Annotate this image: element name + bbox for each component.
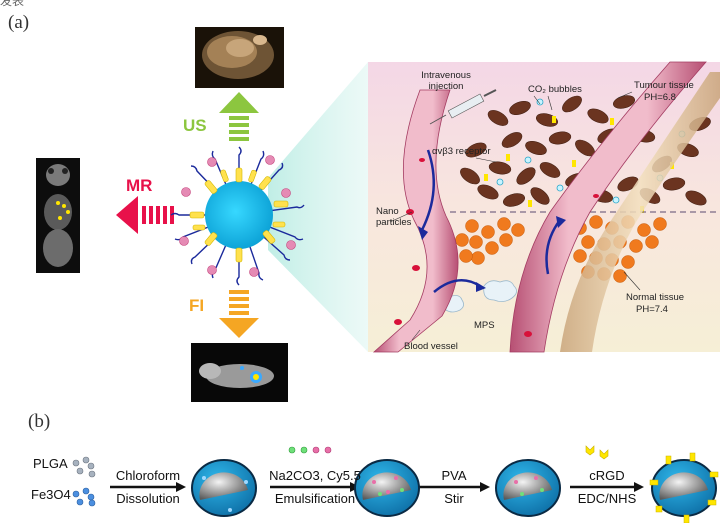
intravenous-injection-label: Intravenous injection [421, 70, 471, 92]
fluorescence-image [191, 343, 288, 402]
header-partial-text: 发表 [0, 0, 25, 8]
blood-vessel-left [372, 89, 459, 353]
step-3-top: PVA [441, 468, 467, 483]
normal-ph-label: PH=7.4 [636, 304, 668, 315]
step-2-top: Na2CO3, Cy5.5 [269, 468, 361, 483]
fi-label: FI [189, 296, 205, 315]
particle-stage-1 [191, 459, 257, 517]
ultrasound-image [195, 27, 284, 88]
fi-arrow [219, 290, 259, 338]
us-arrow [219, 92, 259, 141]
mr-label: MR [126, 176, 153, 195]
blood-vessel-label: Blood vessel [404, 341, 458, 352]
plga-label: PLGA [33, 456, 68, 471]
step-2-bottom: Emulsification [274, 491, 356, 506]
mr-arrow [116, 196, 174, 234]
step-4-bottom: EDC/NHS [577, 491, 637, 506]
nano-particles-label: Nano particles [376, 206, 412, 228]
panel-a-label: (a) [8, 12, 30, 33]
particle-stage-2 [354, 459, 420, 517]
particle-stage-4 [649, 452, 719, 523]
tumour-tissue-label: Tumour tissue [634, 80, 694, 91]
step-4-top: cRGD [589, 468, 625, 483]
nanoparticle-illustration [170, 146, 305, 286]
tumour-ph-label: PH=6.8 [644, 92, 676, 103]
co2-bubbles-label: CO₂ bubbles [528, 84, 582, 95]
particle-stage-3 [495, 459, 561, 517]
step-3-bottom: Stir [444, 491, 464, 506]
syringe-icon [429, 89, 497, 125]
panel-a-graphic [36, 27, 720, 402]
mps-label: MPS [474, 320, 495, 331]
step-1-bottom: Dissolution [116, 491, 180, 506]
panel-b-graphic [72, 445, 719, 523]
blood-vessel-right [509, 61, 707, 353]
us-label: US [183, 116, 207, 135]
normal-tissue-label: Normal tissue [626, 292, 685, 303]
panel-b-label: (b) [28, 411, 51, 432]
mri-image [36, 158, 80, 273]
step-1-top: Chloroform [115, 468, 181, 483]
magnification-beam [268, 62, 368, 352]
receptor-label: αvβ3 receptor [432, 146, 491, 157]
fe3o4-label: Fe3O4 [31, 487, 71, 502]
tumour-cells [460, 95, 711, 212]
tissue-panel [368, 61, 720, 353]
